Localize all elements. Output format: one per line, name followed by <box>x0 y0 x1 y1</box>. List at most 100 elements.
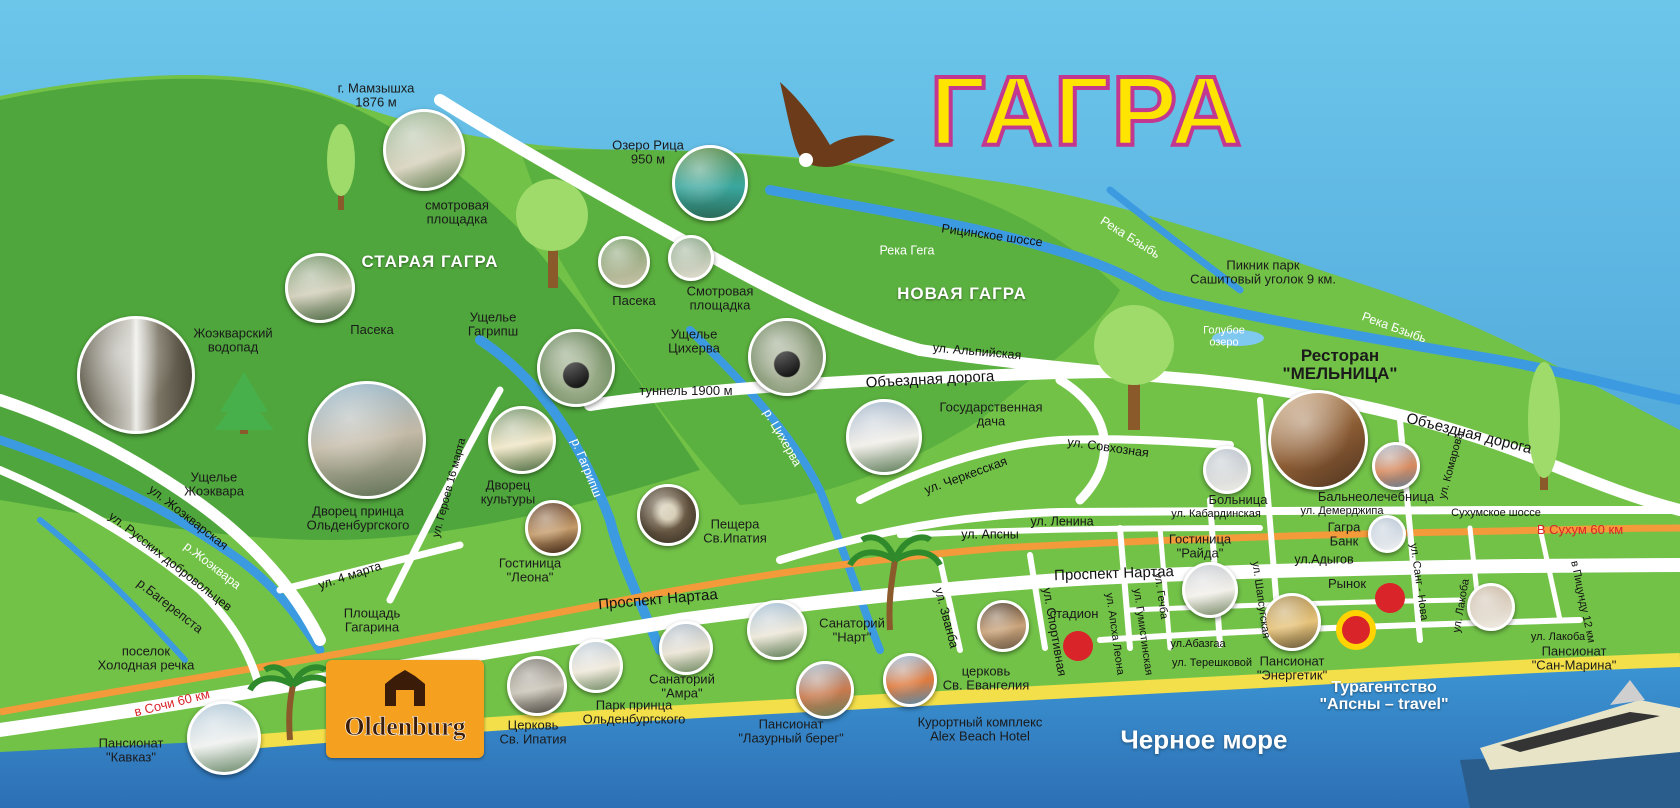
tree-icon <box>1528 362 1560 490</box>
beach-strip <box>209 653 1680 752</box>
photo-kavkaz <box>187 701 261 775</box>
oldenburg-logo: Oldenburg <box>326 660 484 758</box>
photo-park-prince <box>569 639 623 693</box>
district-old-gagra: СТАРАЯ ГАГРА <box>361 252 499 272</box>
label-nart: Санаторий"Нарт" <box>819 615 885 644</box>
label-market: Рынок <box>1327 576 1367 592</box>
logo-brand: Oldenburg <box>344 712 466 742</box>
label-amra: Санаторий"Амра" <box>649 671 715 700</box>
photo-stadium <box>977 600 1029 652</box>
street-kabard: ул. Кабардинская <box>1171 508 1261 521</box>
photo-church-ipatiy <box>507 656 567 716</box>
tree-icon <box>1094 305 1174 430</box>
label-stadium: стадион <box>1049 606 1099 622</box>
label-restaurant: Ресторан"МЕЛЬНИЦА" <box>1282 346 1398 383</box>
photo-hospital <box>1203 446 1251 494</box>
street-adygov: ул.Адыгов <box>1294 552 1354 567</box>
tree-icon <box>327 124 355 210</box>
photo-gov-dacha <box>846 399 922 475</box>
label-hotel-leona: Гостиница"Леона" <box>498 555 562 584</box>
street-lenina: ул. Ленина <box>1030 514 1094 529</box>
photo-paseka-left <box>285 253 355 323</box>
marker-apsny <box>1336 610 1376 650</box>
label-san-marina: Пансионат"Сан-Марина" <box>1531 643 1617 672</box>
tree-icon <box>516 179 588 288</box>
street-tereshkova: ул. Терешковой <box>1171 657 1253 670</box>
photo-paseka-center <box>598 236 650 288</box>
photo-ritsa <box>672 145 748 221</box>
photo-nart <box>747 600 807 660</box>
eagle-icon <box>780 82 895 167</box>
photo-hotel-leona <box>525 500 581 556</box>
map-title: ГАГРА <box>928 56 1244 166</box>
label-hospital: Больница <box>1208 492 1268 508</box>
label-lazurny: Пансионат"Лазурный берег" <box>738 716 844 745</box>
photo-culture <box>488 406 556 474</box>
label-kavkaz: Пансионат"Кавказ" <box>98 735 164 764</box>
photo-palace <box>308 381 426 499</box>
street-lakoba2: ул. Лакоба <box>1530 631 1586 644</box>
label-tunnel: туннель 1900 м <box>639 383 733 399</box>
photo-amra <box>659 621 713 675</box>
river-gega: Река Гега <box>879 243 935 258</box>
label-energetik: Пансионат"Энергетик" <box>1256 653 1328 682</box>
main-highway <box>0 524 1680 716</box>
street-sukhum-hw: Сухумское шоссе <box>1451 507 1541 520</box>
photo-alex <box>883 653 937 707</box>
label-black-sea: Черное море <box>1120 724 1288 755</box>
ferry-icon <box>1460 680 1680 808</box>
label-paseka-center: Пасека <box>612 293 656 309</box>
marker-stadium <box>1063 631 1093 661</box>
marker-market <box>1375 583 1405 613</box>
photo-energetik <box>1263 593 1321 651</box>
street-apsny: ул. Апсны <box>961 527 1019 542</box>
crest-icon <box>385 670 425 706</box>
photo-restaurant <box>1268 390 1368 490</box>
palm-tree-icon <box>247 664 338 741</box>
photo-cave <box>637 484 699 546</box>
tree-icon <box>214 372 274 434</box>
label-apsny-travel: Турагентство"Апсны – travel" <box>1319 679 1449 713</box>
label-balneo: Бальнеолечебница <box>1317 489 1435 505</box>
photo-balneo <box>1372 442 1420 490</box>
photo-waterfall <box>77 316 195 434</box>
photo-lookout <box>383 109 465 191</box>
district-new-gagra: НОВАЯ ГАГРА <box>897 284 1027 304</box>
photo-bank <box>1368 515 1406 553</box>
blue-lake <box>1212 330 1264 346</box>
photo-san-marina <box>1467 583 1515 631</box>
road-sign-sukhum: В Сухум 60 км <box>1536 522 1624 538</box>
street-demerdzhipa: ул. Демерджипа <box>1300 505 1384 518</box>
photo-raida <box>1182 562 1238 618</box>
photo-lookout2 <box>668 235 714 281</box>
photo-tunnel2 <box>748 318 826 396</box>
label-hotel-raida: Гостиница"Райда" <box>1168 531 1232 560</box>
street-abazgaa: ул.Абазгаа <box>1170 638 1226 651</box>
palm-tree-icon <box>847 534 943 631</box>
label-paseka-left: Пасека <box>350 322 394 338</box>
photo-lazurny <box>796 661 854 719</box>
photo-tunnel1 <box>537 329 615 407</box>
